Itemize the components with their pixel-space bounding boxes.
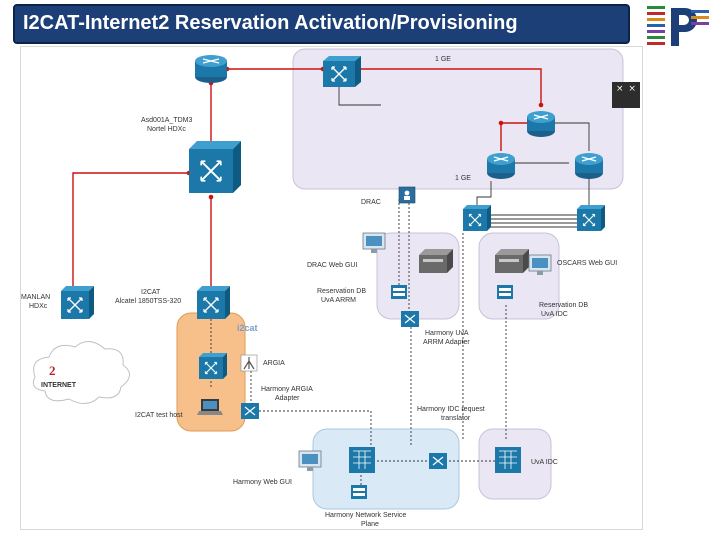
diagram-label: INTERNET	[41, 382, 77, 389]
uva-idc-server	[495, 447, 521, 473]
switch-drac-side	[463, 205, 491, 231]
label-harmony-argia-1: Harmony ARGIA	[261, 386, 313, 393]
control-links	[210, 199, 507, 491]
router-core-1	[527, 111, 555, 137]
harmony-nsp-server	[349, 447, 375, 473]
i2cat-test-host	[197, 399, 223, 415]
i2cat-logo: i2cat	[237, 323, 258, 333]
internet2-cloud: 2 INTERNET	[32, 341, 130, 404]
harmony-web-gui-monitor	[298, 450, 322, 471]
reservation-db-arrm	[391, 285, 407, 299]
label-drac-web: DRAC Web GUI	[307, 262, 357, 269]
label-harmony-uva-2: ARRM Adapter	[423, 339, 470, 346]
close-icon-glyph: × ×	[616, 84, 636, 94]
drac-domain	[376, 232, 460, 320]
title-bar: I2CAT-Internet2 Reservation Activation/P…	[13, 4, 630, 44]
network-diagram: i2cat 2 INTERNET 1 GE 1 GE Asd001A_TDM3 …	[20, 46, 643, 530]
harmony-nsp-db	[351, 485, 367, 499]
label-idc-translator-2: translator	[441, 415, 471, 422]
label-manlan-2: HDXc	[29, 303, 48, 310]
label-res-arrm-2: UvA ARRM	[321, 297, 356, 304]
label-uva-idc: UvA IDC	[531, 459, 558, 466]
oscars-web-gui-monitor	[528, 254, 552, 275]
black-links	[338, 81, 590, 228]
harmony-argia-adapter	[241, 403, 259, 419]
label-drac: DRAC	[361, 199, 381, 206]
switch-oscars-side	[577, 205, 605, 231]
label-oscars-web: OSCARS Web GUI	[557, 260, 617, 267]
label-res-arrm-1: Reservation DB	[317, 288, 366, 295]
label-i2cat-1: I2CAT	[141, 289, 161, 296]
switch-i2cat-alcatel	[197, 286, 230, 319]
switch-core-top	[323, 56, 361, 87]
label-harmony-nsp-1: Harmony Network Service	[325, 512, 406, 519]
drac-server	[398, 186, 416, 204]
router-top	[195, 55, 227, 83]
switch-nortel-hdxc	[189, 141, 241, 193]
drac-web-gui-monitor	[362, 232, 386, 253]
argia-node	[240, 354, 258, 372]
label-nortel: Nortel HDXc	[147, 126, 186, 133]
switch-manlan-hdxc	[61, 286, 94, 319]
router-core-3	[575, 153, 603, 179]
label-harmony-nsp-2: Plane	[361, 521, 379, 528]
label-i2cat-2: Alcatel 1850TSS-320	[115, 298, 181, 305]
label-idc-translator-1: Harmony IDC request	[417, 406, 485, 413]
link-label-mid: 1 GE	[455, 175, 471, 182]
link-label-top: 1 GE	[435, 56, 451, 63]
label-i2cat-host: I2CAT test host	[135, 412, 183, 419]
switch-i2cat-local	[199, 353, 227, 379]
label-asd: Asd001A_TDM3	[141, 117, 192, 124]
drac-server-box	[419, 249, 453, 273]
label-argia: ARGIA	[263, 360, 285, 367]
close-icon[interactable]: × ×	[612, 82, 640, 108]
phosphorus-logo	[647, 6, 709, 46]
reservation-db-idc	[497, 285, 513, 299]
label-res-idc-2: UvA IDC	[541, 311, 568, 318]
label-harmony-argia-2: Adapter	[275, 395, 300, 402]
harmony-uva-arrm-adapter	[401, 311, 419, 327]
label-harmony-uva-1: Harmony UvA	[425, 330, 469, 337]
router-core-2	[487, 153, 515, 179]
label-harmony-web: Harmony Web GUI	[233, 479, 292, 486]
diagram-label: 2	[49, 363, 56, 378]
label-manlan-1: MANLAN	[21, 294, 50, 301]
harmony-idc-translator	[429, 453, 447, 469]
label-res-idc-1: Reservation DB	[539, 302, 588, 309]
diagram-svg: i2cat 2 INTERNET 1 GE 1 GE Asd001A_TDM3 …	[21, 48, 624, 528]
oscars-server-box	[495, 249, 529, 273]
slide-title: I2CAT-Internet2 Reservation Activation/P…	[23, 12, 518, 34]
